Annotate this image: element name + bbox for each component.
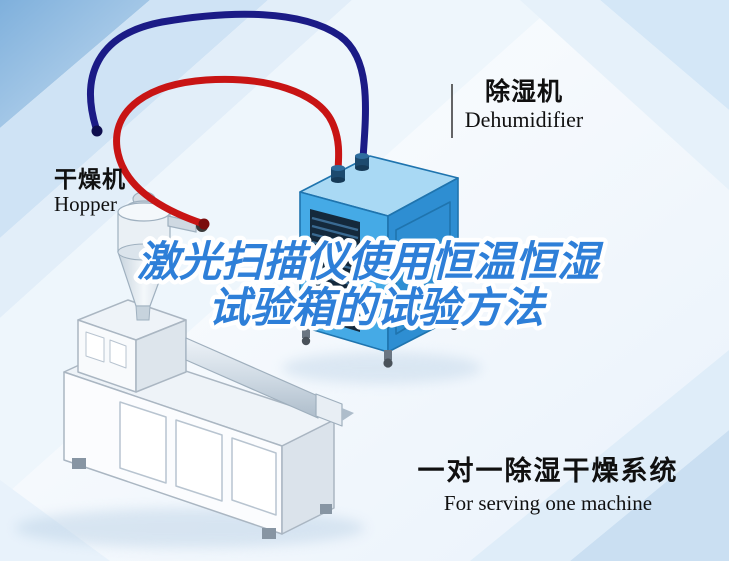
red-hose-path xyxy=(113,75,343,228)
watermark-line1: 激光扫描仪使用恒温恒湿 xyxy=(137,238,604,285)
hose-connectors xyxy=(331,153,369,183)
machine-foot-3 xyxy=(320,504,332,514)
hopper-label: 干燥机 Hopper xyxy=(54,166,174,217)
gearbox-side xyxy=(135,319,187,393)
machine-foot-1 xyxy=(72,458,86,469)
grille-slats xyxy=(311,216,359,320)
watermark: 激光扫描仪使用恒温恒湿 试验箱的试验方法 xyxy=(132,234,608,336)
extruder-die xyxy=(315,393,343,427)
red-hose xyxy=(113,75,343,230)
dehumidifier-unit xyxy=(299,155,459,368)
system-label-en: For serving one machine xyxy=(443,491,653,516)
casters xyxy=(301,314,458,368)
gearbox-panel-2 xyxy=(109,339,127,369)
dehumidifier-label-zh: 除湿机 xyxy=(484,78,563,106)
machine-foot-2 xyxy=(262,528,276,539)
blue-hose-path xyxy=(87,10,369,162)
red-hose-end-cap xyxy=(198,218,210,230)
machine-panel-1 xyxy=(119,401,167,484)
hopper-label-zh: 干燥机 xyxy=(54,166,126,192)
system-label: 一对一除湿干燥系统 For serving one machine xyxy=(398,456,698,515)
door-handle xyxy=(441,247,446,265)
dehumidifier-label-en: Dehumidifier xyxy=(464,106,584,132)
machine-panel-2 xyxy=(175,419,223,502)
system-label-zh: 一对一除湿干燥系统 xyxy=(417,456,679,486)
blue-hose-end-cap xyxy=(91,125,103,137)
dehumidifier-shadow xyxy=(282,352,482,384)
machine-panel-3 xyxy=(231,437,277,516)
dehumidifier-label: 除湿机 Dehumidifier xyxy=(444,78,604,132)
blue-hose xyxy=(87,10,369,162)
hopper-neck xyxy=(135,305,151,321)
hopper-cone-rim xyxy=(117,243,171,261)
hopper-label-en: Hopper xyxy=(54,192,117,217)
extruder-nozzle xyxy=(342,408,354,421)
dehumidifier-door xyxy=(395,201,451,335)
bg-stripe-4 xyxy=(520,0,729,190)
watermark-line2: 试验箱的试验方法 xyxy=(208,284,548,331)
dehumidifier-sticker xyxy=(437,276,453,298)
bg-stripe-5 xyxy=(470,350,729,561)
extruder-machine xyxy=(63,299,354,539)
extruder-barrel xyxy=(185,337,319,419)
gearbox-panel-1 xyxy=(85,331,105,363)
